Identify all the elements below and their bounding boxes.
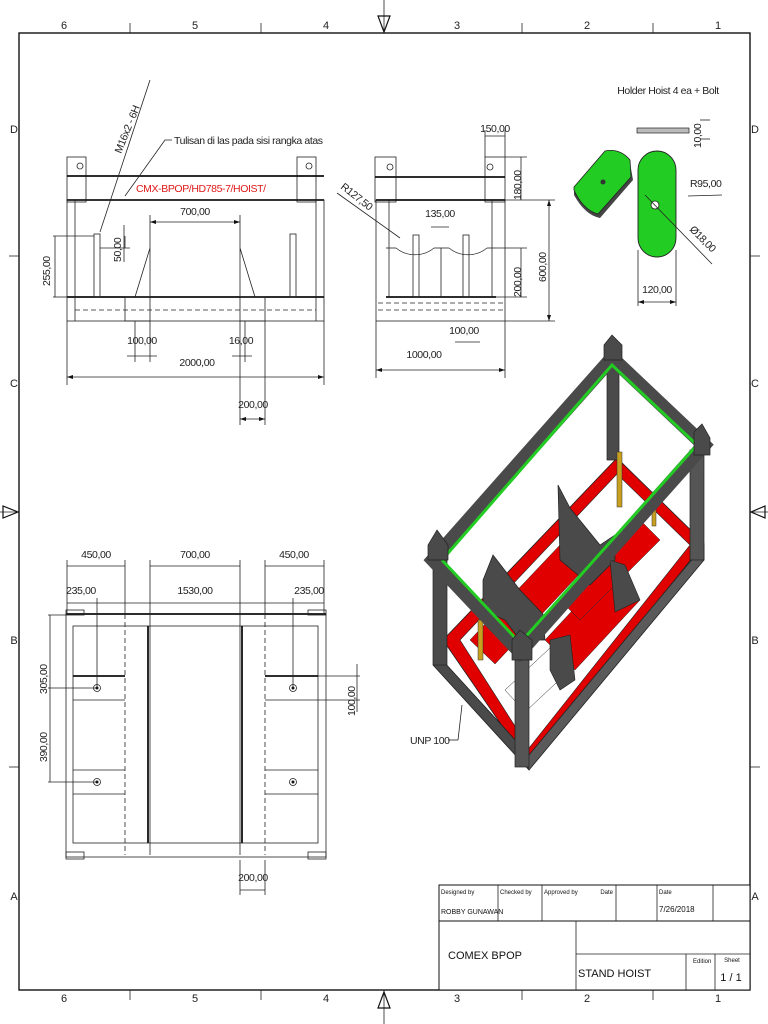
dim-overall-width: 1000,00 bbox=[406, 349, 442, 361]
svg-text:A: A bbox=[10, 891, 18, 903]
dim-height: 255,00 bbox=[41, 256, 53, 286]
svg-text:B: B bbox=[751, 635, 758, 647]
svg-text:5: 5 bbox=[192, 20, 198, 32]
svg-text:C: C bbox=[751, 378, 759, 390]
center-mark-right-icon bbox=[749, 505, 768, 519]
sheet-label: Sheet bbox=[724, 958, 740, 964]
checked-by-label: Checked by bbox=[500, 890, 532, 896]
svg-text:D: D bbox=[10, 124, 18, 136]
svg-text:6: 6 bbox=[61, 993, 67, 1005]
center-mark-top-icon bbox=[377, 0, 391, 34]
holder-detail: Holder Hoist 4 ea + Bolt 10,00 R95,00 Ø1… bbox=[573, 85, 722, 306]
dim-pin-span: 1530,00 bbox=[177, 585, 213, 597]
svg-text:3: 3 bbox=[454, 20, 460, 32]
dim-left-pin: 235,00 bbox=[66, 585, 96, 597]
dim-pin-offset: 50,00 bbox=[112, 237, 124, 262]
dim-saddle-depth: 200,00 bbox=[512, 267, 524, 297]
dim-radius: R127,50 bbox=[338, 181, 375, 214]
svg-text:A: A bbox=[751, 891, 759, 903]
date-label-2: Date bbox=[659, 890, 672, 896]
designed-by-label: Designed by bbox=[441, 890, 474, 896]
dim-radius: R95,00 bbox=[690, 178, 722, 190]
front-view: M16x2 - 6H Tulisan di las pada sisi rang… bbox=[41, 79, 325, 425]
svg-text:1: 1 bbox=[715, 993, 721, 1005]
date-value: 7/26/2018 bbox=[659, 905, 695, 914]
side-view: R127,50 150,00 180,00 135,00 200,00 600,… bbox=[336, 123, 555, 378]
svg-text:3: 3 bbox=[454, 993, 460, 1005]
holder-plate-iso bbox=[573, 150, 633, 218]
zone-labels-right: D C B A bbox=[751, 124, 759, 903]
svg-text:C: C bbox=[10, 378, 18, 390]
callout-unp: UNP 100 bbox=[410, 735, 450, 747]
dim-overall-length: 2000,00 bbox=[179, 357, 215, 369]
svg-text:4: 4 bbox=[323, 993, 329, 1005]
center-mark-left-icon bbox=[0, 505, 20, 519]
dim-center-bay: 700,00 bbox=[180, 549, 210, 561]
holder-title: Holder Hoist 4 ea + Bolt bbox=[617, 85, 719, 97]
svg-text:B: B bbox=[10, 635, 17, 647]
dim-right-pin: 235,00 bbox=[294, 585, 324, 597]
svg-text:4: 4 bbox=[323, 20, 329, 32]
date-label-1: Date bbox=[600, 890, 613, 896]
dim-left-bay: 450,00 bbox=[81, 549, 111, 561]
marking-text: CMX-BPOP/HD785-7/HOIST/ bbox=[136, 183, 266, 195]
dim-foot: 200,00 bbox=[238, 399, 268, 411]
sheet-border bbox=[9, 23, 760, 1000]
dim-saddle-gap: 135,00 bbox=[425, 208, 455, 220]
svg-text:D: D bbox=[751, 124, 759, 136]
top-view: 450,00 700,00 450,00 235,00 1530,00 235,… bbox=[38, 549, 360, 895]
svg-text:5: 5 bbox=[192, 993, 198, 1005]
dim-top-span: 700,00 bbox=[180, 206, 210, 218]
dim-lug-width: 150,00 bbox=[480, 123, 510, 135]
svg-text:6: 6 bbox=[61, 20, 67, 32]
dim-plate: 16,00 bbox=[229, 335, 254, 347]
zone-labels-left: D C B A bbox=[10, 124, 18, 903]
company-name: COMEX BPOP bbox=[448, 950, 522, 962]
dim-upper-pin: 305,00 bbox=[38, 664, 50, 694]
edition-label: Edition bbox=[693, 959, 711, 965]
isometric-view: UNP 100 bbox=[410, 334, 714, 772]
dim-lug-height: 180,00 bbox=[512, 170, 524, 200]
dim-left-gap: 100,00 bbox=[127, 335, 157, 347]
sheet-number: 1 / 1 bbox=[720, 972, 741, 984]
dim-offset: 100,00 bbox=[449, 325, 479, 337]
center-mark-bottom-icon bbox=[377, 990, 391, 1024]
dim-pin-band: 100,00 bbox=[346, 686, 358, 716]
dim-right-bay: 450,00 bbox=[279, 549, 309, 561]
dim-foot: 200,00 bbox=[238, 872, 268, 884]
dim-overall-height: 600,00 bbox=[537, 252, 549, 282]
dim-lower-pin: 390,00 bbox=[38, 732, 50, 762]
title-block: Designed by ROBBY GUNAWAN Checked by App… bbox=[438, 884, 751, 991]
weld-note: Tulisan di las pada sisi rangka atas bbox=[174, 135, 323, 147]
drawing-title: STAND HOIST bbox=[578, 968, 651, 980]
svg-text:1: 1 bbox=[715, 20, 721, 32]
svg-text:2: 2 bbox=[584, 20, 590, 32]
zone-labels-bottom: 6 5 4 3 2 1 bbox=[61, 993, 721, 1005]
approved-by-label: Approved by bbox=[544, 890, 578, 896]
holder-plate-flat bbox=[637, 150, 677, 258]
svg-text:2: 2 bbox=[584, 993, 590, 1005]
zone-labels-top: 6 5 4 3 2 1 bbox=[61, 20, 721, 32]
dim-width: 120,00 bbox=[642, 284, 672, 296]
designed-by: ROBBY GUNAWAN bbox=[441, 909, 503, 916]
dim-thickness: 10,00 bbox=[692, 123, 704, 148]
dim-hole-dia: Ø18,00 bbox=[687, 224, 719, 256]
